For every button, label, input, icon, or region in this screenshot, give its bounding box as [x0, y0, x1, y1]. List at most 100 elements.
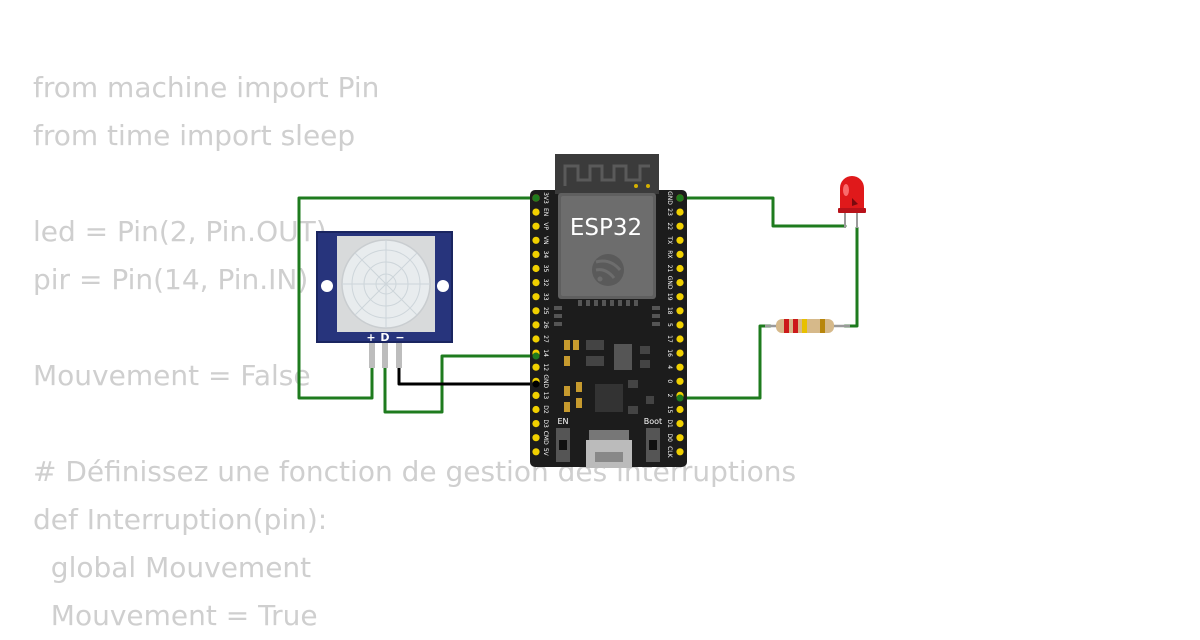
left-pin-d3[interactable] — [532, 420, 540, 428]
left-pin-12[interactable] — [532, 363, 540, 371]
code-line: global Mouvement — [33, 551, 312, 584]
left-pin-cmd[interactable] — [532, 434, 540, 442]
right-pin-label: D0 — [666, 433, 673, 442]
wire-pir-vcc[interactable] — [297, 196, 538, 400]
right-pin-label: 16 — [666, 349, 673, 357]
left-pin-label: GND — [542, 374, 549, 388]
right-pin-4[interactable] — [676, 363, 684, 371]
left-pin-label: D2 — [542, 405, 549, 414]
wire-pir-gnd[interactable] — [397, 364, 538, 386]
left-pin-label: 3V3 — [542, 192, 549, 204]
antenna — [555, 154, 659, 194]
right-pin-18[interactable] — [676, 307, 684, 315]
wire-resistor-gpio2[interactable] — [678, 324, 772, 400]
left-pin-26[interactable] — [532, 321, 540, 329]
red-led[interactable] — [838, 176, 866, 228]
pir-label-d: D — [380, 331, 389, 344]
resistor-band-3 — [802, 319, 807, 333]
left-pin-vp[interactable] — [532, 222, 540, 230]
left-pin-13[interactable] — [532, 391, 540, 399]
right-pin-15[interactable] — [676, 405, 684, 414]
left-pin-label: D3 — [542, 419, 549, 428]
left-pin-label: 14 — [542, 349, 549, 357]
code-line: # Définissez une fonction de gestion des… — [33, 455, 797, 488]
voltage-regulator — [614, 344, 632, 370]
right-pin-label: RX — [666, 250, 673, 258]
right-pin-16[interactable] — [676, 349, 684, 357]
micro-usb-port[interactable] — [586, 430, 632, 468]
right-pin-19[interactable] — [676, 293, 684, 301]
right-pin-21[interactable] — [676, 264, 684, 273]
right-pin-label: D1 — [666, 419, 673, 428]
left-pin-label: CMD — [542, 431, 549, 445]
left-pin-33[interactable] — [532, 293, 540, 301]
right-pin-label: 0 — [666, 379, 673, 383]
left-pin-label: 27 — [542, 335, 549, 343]
wire-led-resistor[interactable] — [843, 226, 859, 328]
en-button[interactable]: EN — [556, 417, 570, 462]
left-pin-d2[interactable] — [532, 405, 540, 414]
pir-pin-gnd[interactable] — [396, 340, 402, 368]
left-pin-27[interactable] — [532, 335, 540, 343]
right-pin-5[interactable] — [676, 321, 684, 329]
right-pin-rx[interactable] — [676, 250, 684, 258]
right-pin-label: GND — [666, 276, 673, 290]
code-line: led = Pin(2, Pin.OUT) — [33, 215, 327, 248]
right-pin-label: 22 — [666, 222, 673, 230]
en-label: EN — [557, 417, 568, 426]
left-pin-35[interactable] — [532, 264, 540, 273]
board-title: ESP32 — [570, 215, 642, 241]
code-line: def Interruption(pin): — [33, 503, 328, 536]
resistor-band-1 — [784, 319, 789, 333]
boot-button[interactable]: Boot — [644, 417, 662, 462]
left-pin-vn[interactable] — [532, 236, 540, 244]
right-pin-22[interactable] — [676, 222, 684, 230]
right-pin-label: 21 — [666, 265, 673, 273]
connection-dot-gnd — [532, 380, 540, 388]
right-pin-label: 2 — [666, 393, 673, 397]
right-pin-17[interactable] — [676, 335, 684, 343]
left-pin-25[interactable] — [532, 307, 540, 315]
right-pin-d0[interactable] — [676, 434, 684, 442]
left-pin-label: 34 — [542, 251, 549, 259]
code-line: from time import sleep — [33, 119, 356, 152]
right-pin-label: 5 — [666, 323, 673, 327]
right-pin-label: 19 — [666, 293, 673, 301]
code-line: pir = Pin(14, Pin.IN) — [33, 263, 309, 296]
right-pin-clk[interactable] — [676, 448, 684, 456]
left-pin-label: VP — [542, 222, 549, 230]
left-pin-label: 13 — [542, 392, 549, 400]
boot-label: Boot — [644, 417, 662, 426]
esp32-board[interactable]: ESP32 — [530, 154, 687, 468]
right-pin-d1[interactable] — [676, 420, 684, 428]
left-pin-32[interactable] — [532, 279, 540, 287]
left-pin-label: 26 — [542, 321, 549, 329]
right-pin-23[interactable] — [676, 208, 684, 216]
resistor-band-4 — [820, 319, 825, 333]
left-pin-34[interactable] — [532, 250, 540, 258]
left-pin-label: 25 — [542, 307, 549, 315]
connection-dots — [532, 194, 684, 402]
resistor-band-2 — [793, 319, 798, 333]
right-pin-label: 15 — [666, 406, 673, 414]
right-pin-gnd[interactable] — [676, 279, 684, 287]
left-pin-label: 32 — [542, 279, 549, 287]
pir-pin-signal[interactable] — [382, 340, 388, 368]
right-pin-label: 17 — [666, 335, 673, 343]
pir-pin-vcc[interactable] — [369, 340, 375, 368]
pir-sensor[interactable]: + D − — [316, 231, 453, 368]
code-line: Mouvement = True — [33, 599, 318, 632]
code-line: from machine import Pin — [33, 71, 380, 104]
left-pin-5v[interactable] — [532, 448, 540, 456]
mount-hole-right — [437, 280, 449, 292]
code-editor-background: from machine import Pin from time import … — [33, 64, 796, 640]
left-pin-label: 12 — [542, 363, 549, 371]
wire-led-gnd[interactable] — [678, 196, 847, 228]
right-pin-0[interactable] — [676, 377, 684, 385]
resistor[interactable] — [765, 319, 850, 333]
pir-lens-pattern — [342, 240, 430, 328]
wire-pir-signal[interactable] — [383, 354, 538, 414]
left-pin-en[interactable] — [532, 208, 540, 216]
right-pin-tx[interactable] — [676, 236, 684, 244]
